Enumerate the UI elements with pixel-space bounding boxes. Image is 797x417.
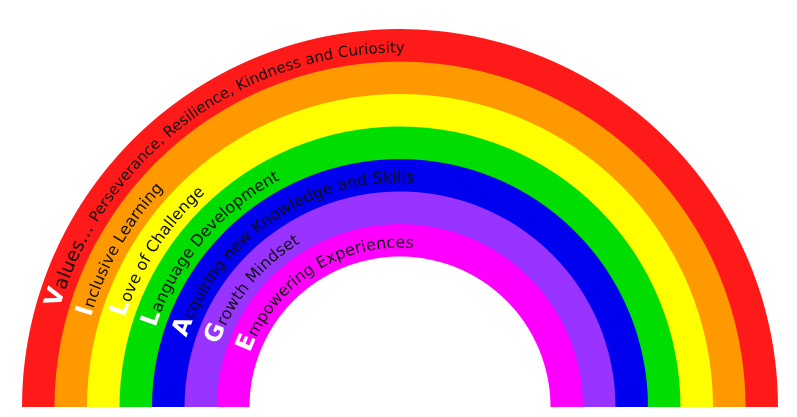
rainbow-center — [249, 256, 551, 407]
